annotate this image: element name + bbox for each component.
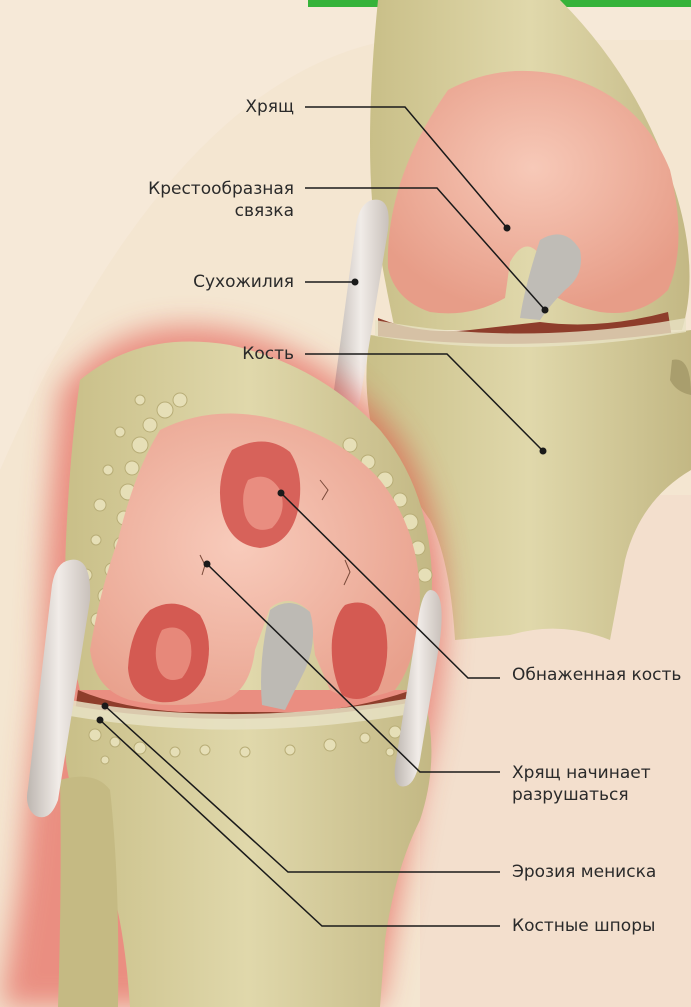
label-cartilage-breaking: Хрящ начинает разрушаться (512, 762, 651, 806)
erosion-right (332, 603, 388, 700)
diseased-knee (0, 326, 445, 1007)
label-exposed-bone: Обнаженная кость (512, 664, 681, 686)
fibula (58, 777, 118, 1007)
label-bone: Кость (242, 343, 294, 365)
label-cruciate-ligament: Крестообразная связка (148, 178, 294, 222)
label-meniscus-erosion: Эрозия мениска (512, 861, 656, 883)
label-bone-spurs: Костные шпоры (512, 915, 655, 937)
label-cartilage: Хрящ (245, 96, 294, 118)
label-tendon: Сухожилия (193, 271, 294, 293)
